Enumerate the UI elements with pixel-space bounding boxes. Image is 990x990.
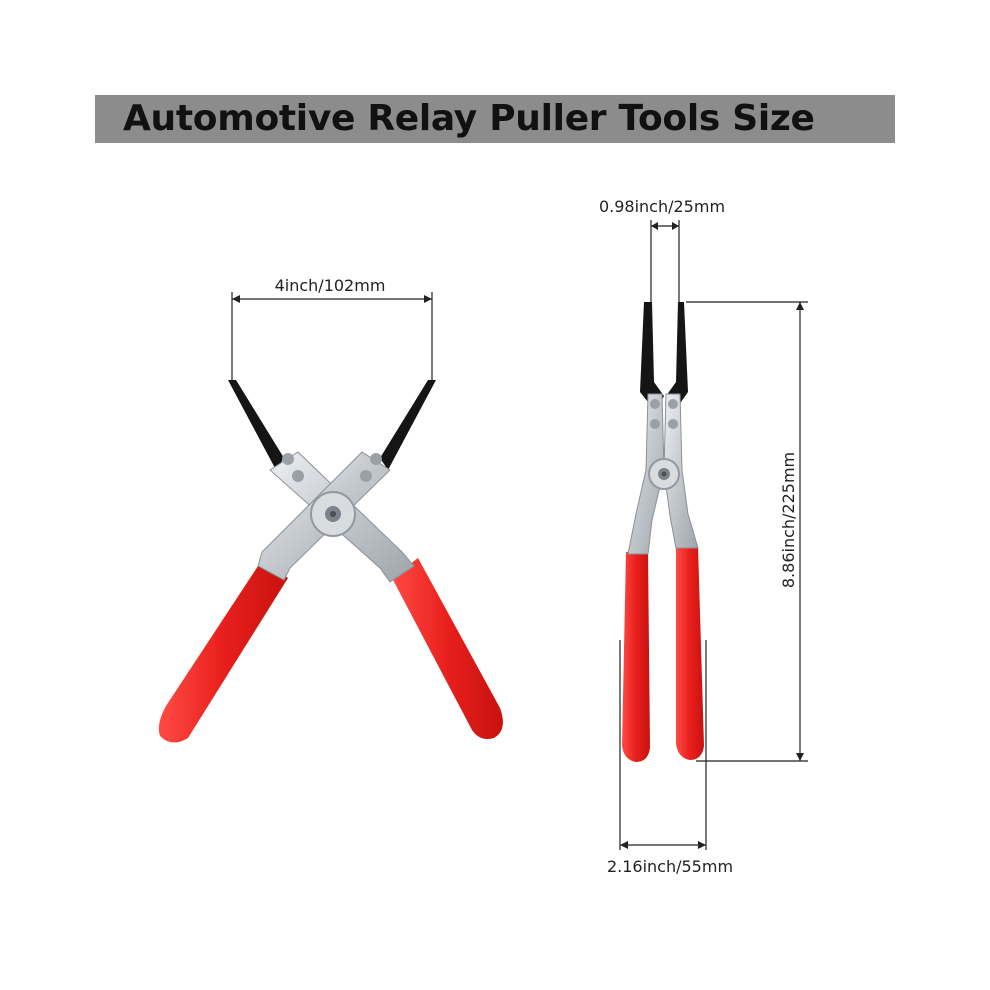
- page-title: Automotive Relay Puller Tools Size: [123, 98, 815, 139]
- open-pliers-jaws: [228, 380, 436, 470]
- tip-width-label: 0.98inch/25mm: [599, 197, 725, 216]
- open-width-dimension: 4inch/102mm: [231, 276, 433, 380]
- handle-width-label: 2.16inch/55mm: [607, 857, 733, 876]
- handle-width-dimension: 2.16inch/55mm: [607, 640, 733, 876]
- closed-pliers-right-handle: [676, 546, 704, 760]
- open-pliers-right-handle: [392, 558, 503, 739]
- closed-pliers-metal-arm-a: [627, 393, 665, 555]
- closed-pliers-jaws: [640, 302, 688, 412]
- open-pliers: [158, 380, 503, 743]
- length-label: 8.86inch/225mm: [779, 452, 798, 588]
- open-pliers-left-handle: [158, 560, 288, 743]
- length-dimension: 8.86inch/225mm: [686, 301, 808, 762]
- tip-width-dimension: 0.98inch/25mm: [599, 197, 725, 302]
- closed-pliers-left-handle: [622, 552, 650, 762]
- closed-pliers: [622, 302, 704, 762]
- open-width-label: 4inch/102mm: [275, 276, 386, 295]
- title-banner: Automotive Relay Puller Tools Size: [95, 95, 895, 143]
